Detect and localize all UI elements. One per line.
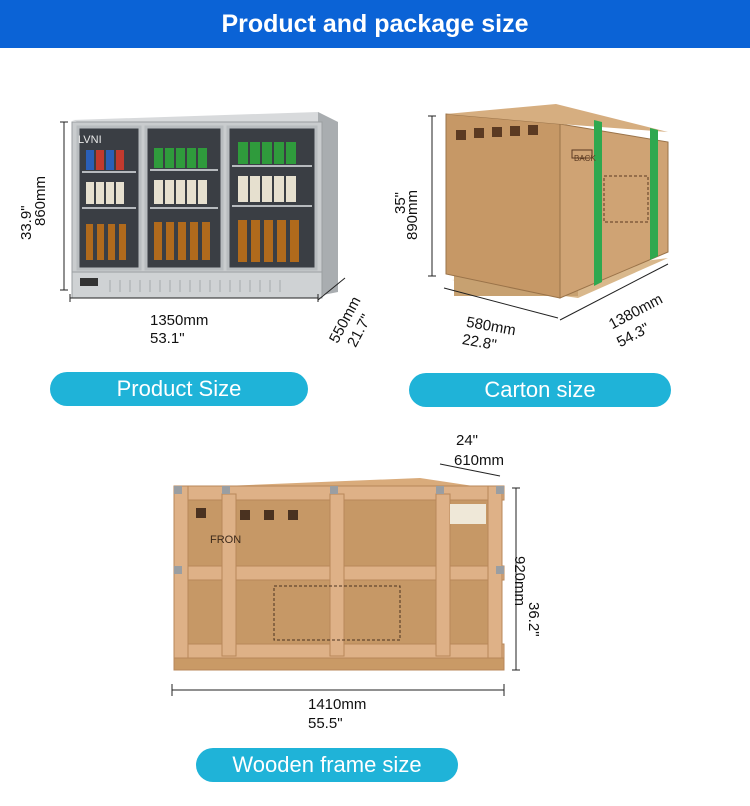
page-title: Product and package size bbox=[221, 9, 529, 38]
fridge-vents bbox=[109, 280, 281, 292]
fridge-control-panel bbox=[80, 278, 98, 286]
carton-top-face bbox=[446, 104, 668, 132]
fridge-shelves bbox=[82, 165, 312, 209]
carton-dashed-box bbox=[603, 175, 649, 223]
carton-side-face bbox=[559, 123, 669, 299]
carton-handling-symbols bbox=[456, 125, 538, 140]
carton-back-box bbox=[571, 149, 593, 159]
crate-width-in: 55.5" bbox=[308, 715, 343, 732]
crate-metal-corners bbox=[174, 486, 504, 574]
crate-handling-symbols bbox=[196, 508, 298, 520]
fridge-cans bbox=[86, 142, 296, 204]
wooden-frame-size-label: Wooden frame size bbox=[196, 748, 458, 782]
crate-dashed-box bbox=[273, 585, 401, 641]
carton-dimension-lines bbox=[428, 115, 669, 321]
carton-strap-2 bbox=[650, 128, 658, 260]
crate-height-mm: 920mm bbox=[511, 556, 528, 607]
page-header: Product and package size bbox=[0, 0, 750, 48]
crate-label-sticker bbox=[450, 504, 486, 524]
product-width-mm: 1350mm bbox=[150, 312, 209, 329]
crate-height-in: 36.2" bbox=[525, 602, 542, 637]
fridge-side bbox=[318, 112, 338, 296]
product-size-label: Product Size bbox=[50, 372, 308, 406]
carton-size-label: Carton size bbox=[409, 373, 671, 407]
product-width-in: 53.1" bbox=[150, 330, 185, 347]
product-dimension-lines bbox=[60, 121, 346, 302]
crate-depth-mm: 610mm bbox=[454, 452, 505, 469]
crate-front-text: FRON bbox=[210, 534, 242, 546]
crate-width-mm: 1410mm bbox=[308, 696, 367, 713]
fridge-bottles bbox=[86, 220, 299, 262]
crate-depth-in: 24" bbox=[456, 432, 479, 449]
carton-strap bbox=[594, 120, 602, 286]
fridge-brand-logo: LVNI bbox=[78, 134, 102, 146]
carton-back-text: BACK bbox=[574, 154, 596, 163]
crate-dimension-lines bbox=[171, 463, 520, 696]
